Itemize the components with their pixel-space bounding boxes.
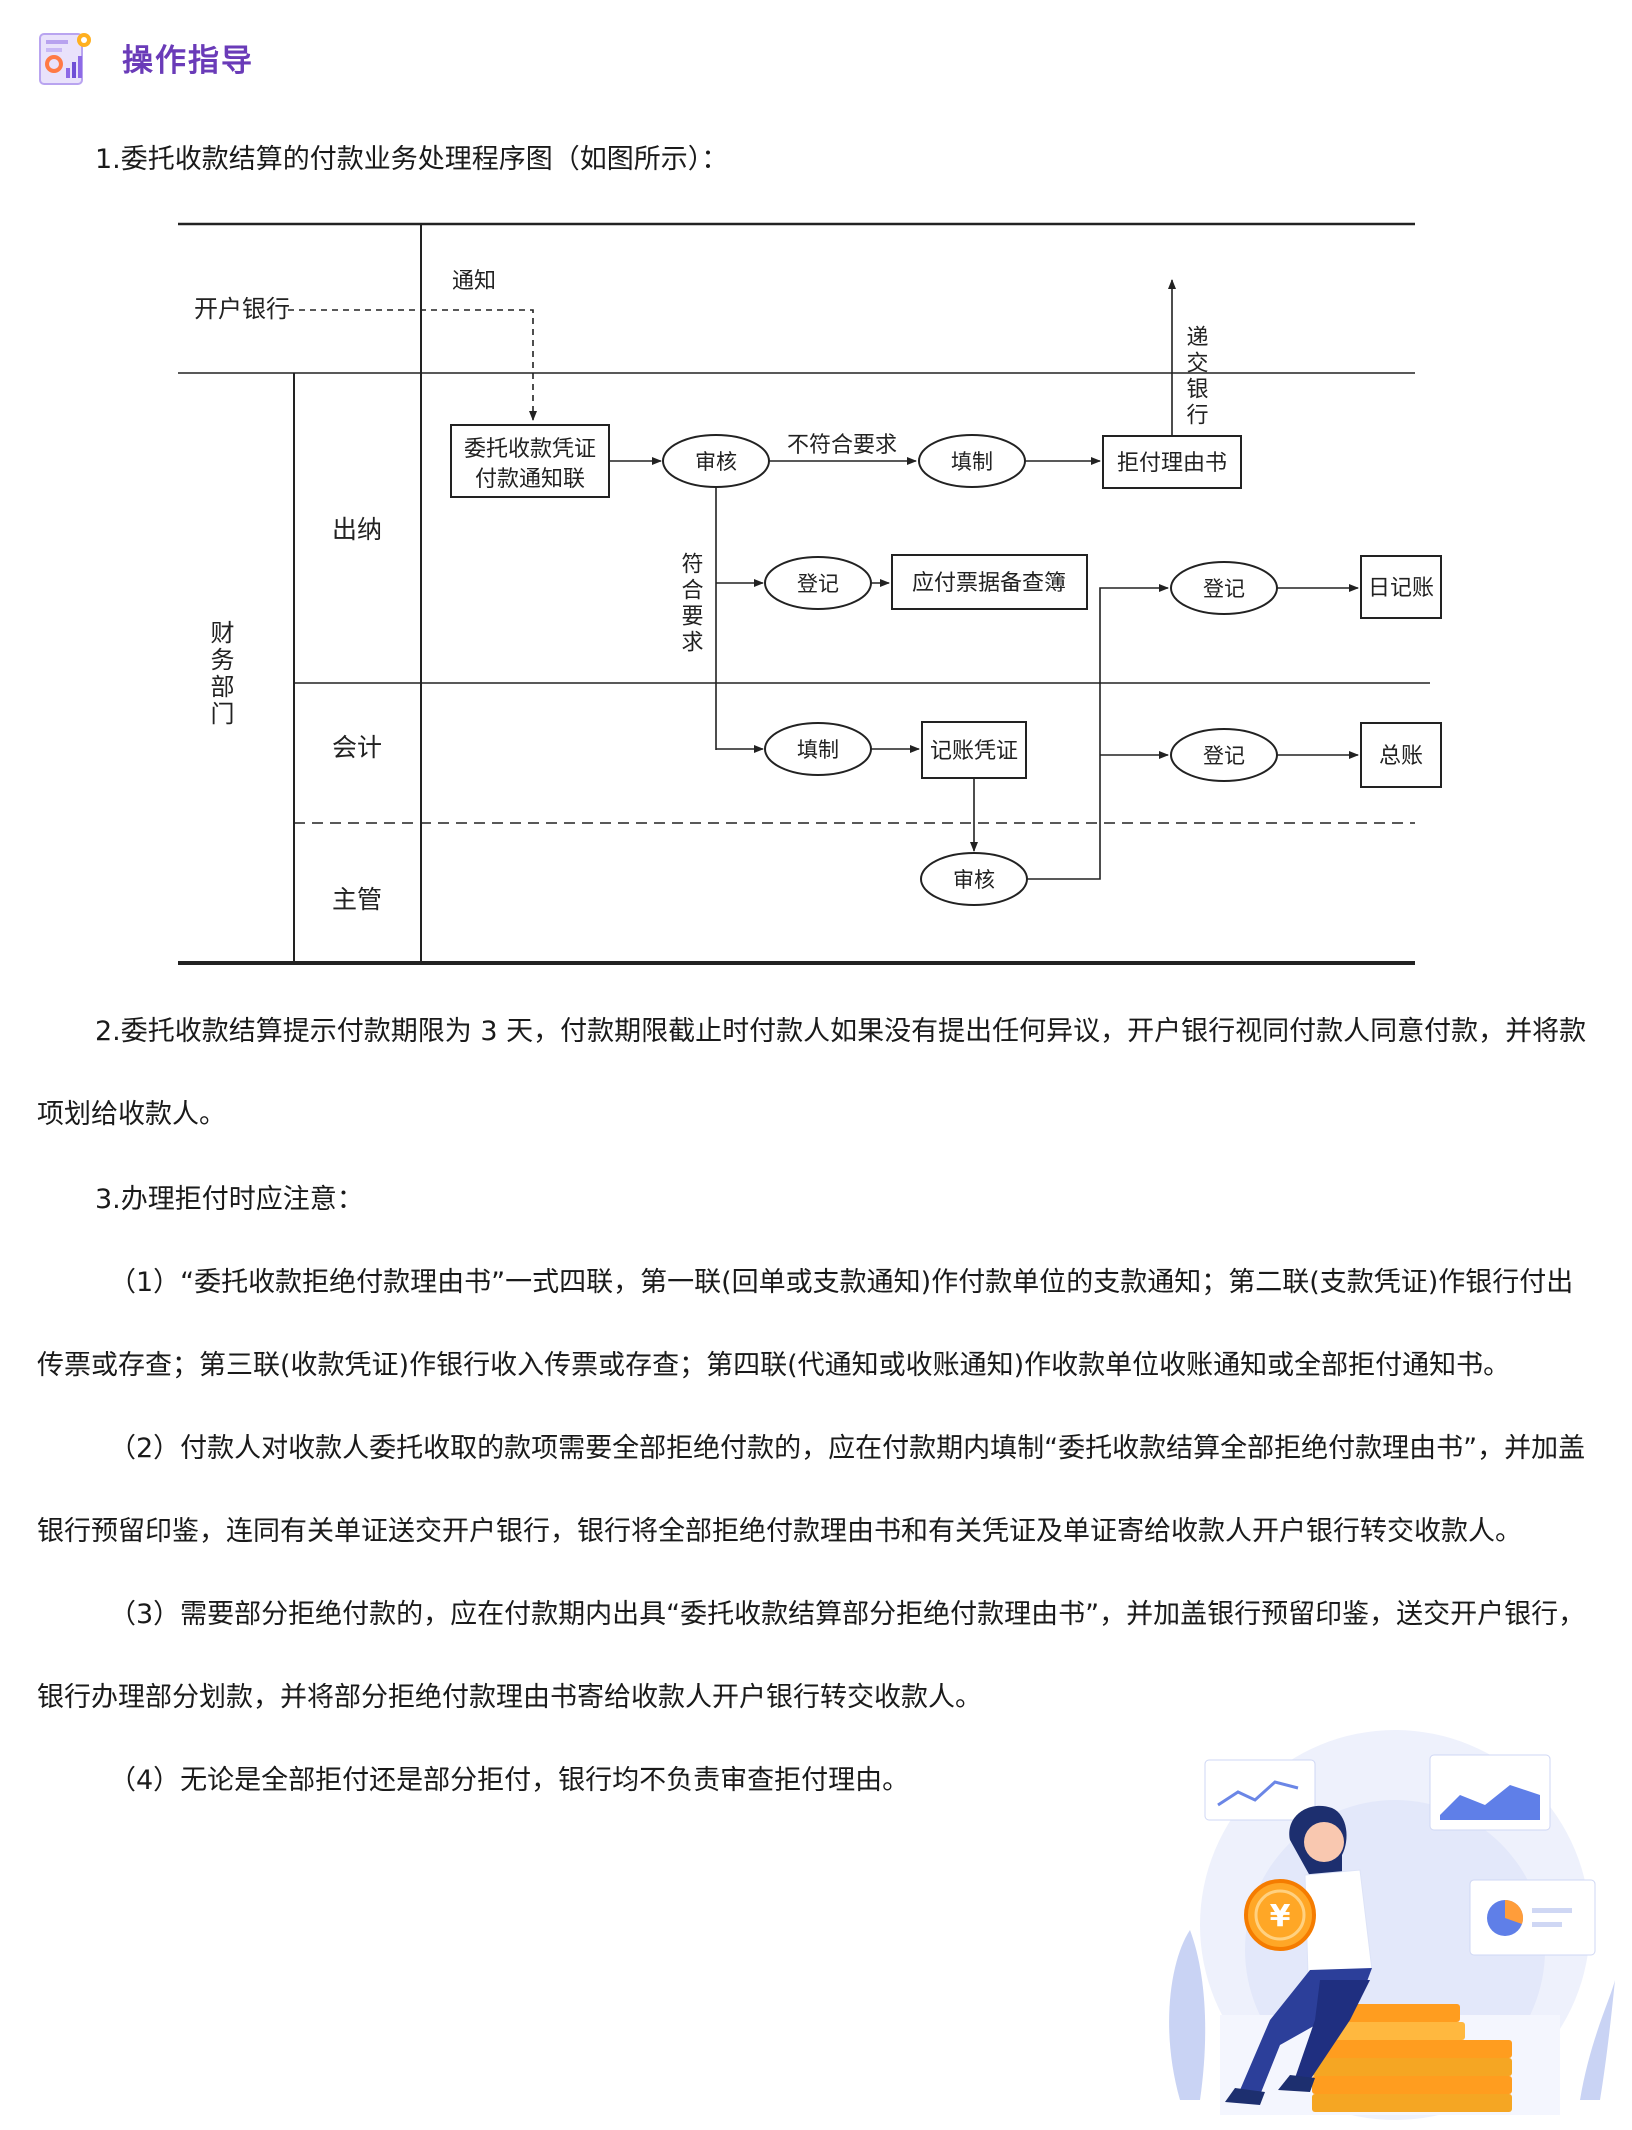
box-accounting-voucher-label: 记账凭证 xyxy=(930,739,1018,764)
label-submit-bank: 递交银行 xyxy=(1183,325,1209,429)
lane-cashier: 出纳 xyxy=(332,515,382,544)
chart-card-3 xyxy=(1469,1879,1596,1956)
box-accounting-voucher xyxy=(921,721,1027,779)
gold-coin: ¥ xyxy=(1244,1879,1316,1951)
oval-review-1-label: 审核 xyxy=(695,450,737,474)
lane-supervisor: 主管 xyxy=(332,885,382,914)
box-refusal-letter xyxy=(1102,435,1242,489)
paragraph-3: 3.办理拒付时应注意： xyxy=(95,1184,364,1215)
woman-figure xyxy=(1225,1805,1373,2105)
oval-fill-1-label: 填制 xyxy=(951,450,993,474)
paragraph-2: 2.委托收款结算提示付款期限为 3 天，付款期限截止时付款人如果没有提出任何异议… xyxy=(37,1016,1587,1130)
section-title: 操作指导 xyxy=(122,42,254,79)
chart-card-1 xyxy=(1204,1759,1316,1821)
oval-register-1-label: 登记 xyxy=(797,572,839,596)
lane-accounting: 会计 xyxy=(332,733,382,762)
box-payable-book-label: 应付票据备查簿 xyxy=(912,571,1066,596)
box-collection-voucher-line2: 付款通知联 xyxy=(475,467,585,492)
oval-register-2-label: 登记 xyxy=(1203,577,1245,601)
oval-fill-2-label: 填制 xyxy=(797,738,839,762)
section-header: 操作指导 xyxy=(36,22,254,92)
box-collection-voucher xyxy=(450,424,610,498)
box-refusal-letter-label: 拒付理由书 xyxy=(1117,451,1227,476)
lane-bank: 开户银行 xyxy=(194,295,290,323)
item-2: （2）付款人对收款人委托收取的款项需要全部拒绝付款的，应在付款期内填制“委托收款… xyxy=(37,1433,1586,1547)
box-payable-book xyxy=(891,554,1088,610)
label-compliant: 符合要求 xyxy=(678,552,704,656)
box-journal-label: 日记账 xyxy=(1368,576,1434,601)
coin-stack xyxy=(1312,2004,1512,2112)
box-collection-voucher-line1: 委托收款凭证 xyxy=(464,437,596,462)
woman-sitting-on-coins-illustration: ¥ xyxy=(1169,1730,1615,2120)
item-1: （1）“委托收款拒绝付款理由书”一式四联，第一联(回单或支款通知)作付款单位的支… xyxy=(37,1267,1574,1381)
label-not-compliant: 不符合要求 xyxy=(787,433,897,458)
box-general-ledger-label: 总账 xyxy=(1379,744,1423,769)
chart-card-2 xyxy=(1429,1754,1551,1831)
lane-finance: 财务部门 xyxy=(206,620,234,728)
label-notify: 通知 xyxy=(452,269,496,294)
box-journal xyxy=(1360,555,1442,619)
payment-flow-diagram: 开户银行 通知 委托收款凭证 付款通知联 审核 不符合要求 填制 拒付理由书 递… xyxy=(178,222,1442,965)
item-3: （3）需要部分拒绝付款的，应在付款期内出具“委托收款结算部分拒绝付款理由书”，并… xyxy=(37,1599,1586,1713)
intro-paragraph: 1.委托收款结算的付款业务处理程序图（如图所示）： xyxy=(95,144,729,175)
oval-review-2-label: 审核 xyxy=(953,868,995,892)
item-4: （4）无论是全部拒付还是部分拒付，银行均不负责审查拒付理由。 xyxy=(109,1765,910,1796)
report-chart-icon xyxy=(39,33,91,85)
currency-symbol: ¥ xyxy=(1270,1899,1291,1934)
box-general-ledger xyxy=(1360,722,1442,788)
oval-register-3-label: 登记 xyxy=(1203,744,1245,768)
